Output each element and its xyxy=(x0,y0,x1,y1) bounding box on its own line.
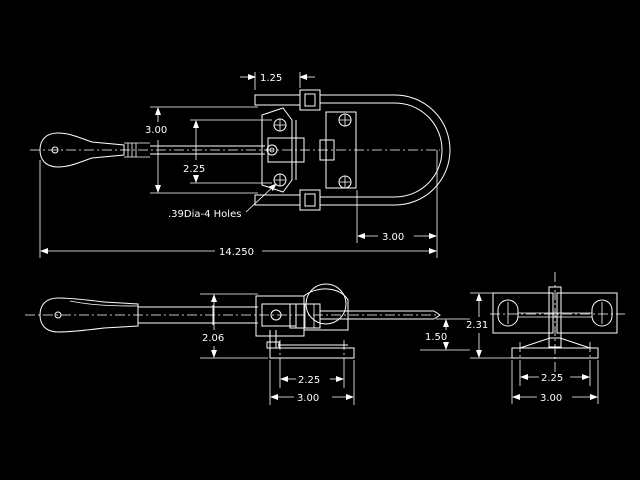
dim-hole-spacing-end: 2.25 xyxy=(519,365,591,386)
u-bail xyxy=(320,94,451,206)
dim-height-end: 2.31 xyxy=(466,292,512,359)
dim-bail: 3.00 xyxy=(356,150,438,243)
end-base xyxy=(511,337,599,365)
dim-right-side: 1.50 xyxy=(420,318,470,351)
dim-label: 1.50 xyxy=(425,332,447,343)
base-plate-side xyxy=(269,340,355,362)
dim-height-side: 2.06 xyxy=(200,293,268,359)
dim-height-left: 3.00 xyxy=(145,106,258,194)
hole-note-label: .39Dia-4 Holes xyxy=(168,209,241,220)
dim-label: 3.00 xyxy=(145,125,167,136)
dim-width-top: 1.25 xyxy=(240,72,315,90)
dim-label: 2.25 xyxy=(183,164,205,175)
dim-hole-spacing-side: 2.25 xyxy=(279,362,345,388)
dim-base-width-side: 3.00 xyxy=(269,360,355,405)
end-body xyxy=(492,286,618,348)
dim-overall: 14.250 xyxy=(39,160,438,258)
dim-label: 1.25 xyxy=(260,73,282,84)
side-view: 2.06 1.50 2.25 3.00 xyxy=(25,283,470,405)
end-view: 2.31 2.25 3.00 xyxy=(466,272,625,404)
dim-inner: 2.25 xyxy=(183,119,272,184)
dim-label: 14.250 xyxy=(219,247,254,258)
dim-base-width-end: 3.00 xyxy=(511,360,599,404)
dim-label: 3.00 xyxy=(297,393,319,404)
top-view: 1.25 3.00 2.25 .39Dia-4 Holes 3.00 xyxy=(30,72,451,258)
clamp-body-top xyxy=(254,89,357,211)
handle-grip-side xyxy=(39,297,139,333)
dim-label: 2.25 xyxy=(298,375,320,386)
dim-label: 3.00 xyxy=(540,393,562,404)
hole-note: .39Dia-4 Holes xyxy=(168,183,277,220)
dim-label: 2.25 xyxy=(541,373,563,384)
handle-bar xyxy=(150,145,265,155)
handle-bar-side xyxy=(138,305,258,325)
clamp-body-side xyxy=(255,283,441,349)
dim-label: 3.00 xyxy=(382,232,404,243)
dim-label: 2.06 xyxy=(202,333,224,344)
dim-label: 2.31 xyxy=(466,320,488,331)
